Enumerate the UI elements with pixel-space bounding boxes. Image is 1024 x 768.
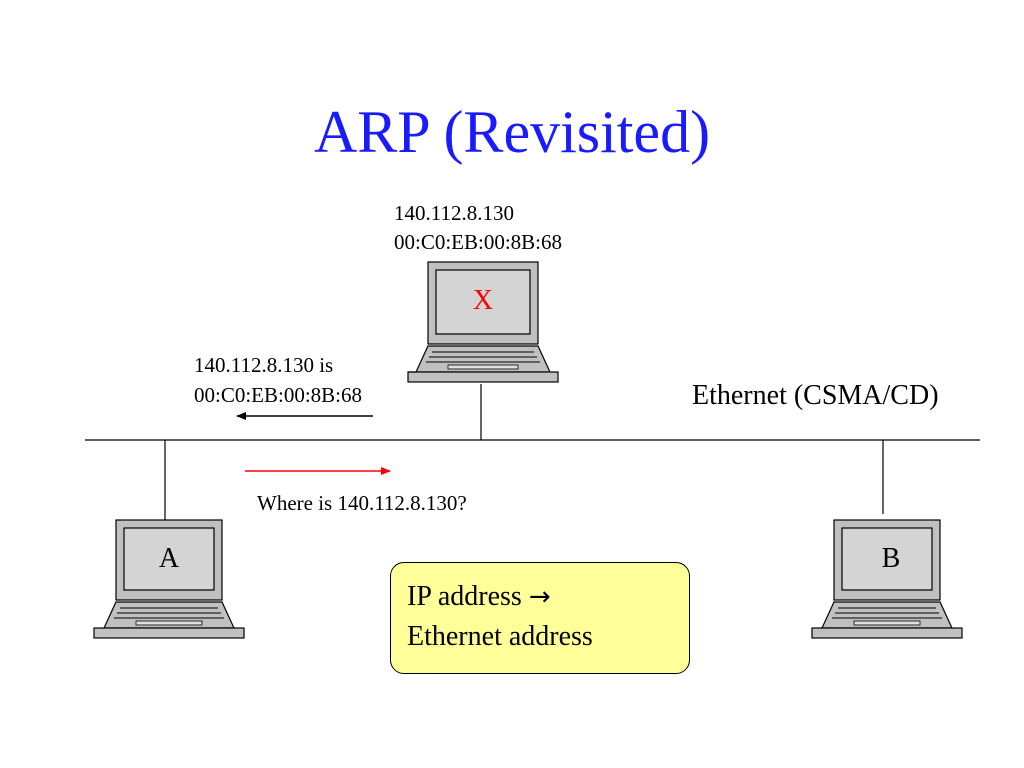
callout-line-1: IP address → [407, 577, 673, 617]
callout-box: IP address → Ethernet address [390, 562, 690, 674]
slide-title: ARP (Revisited) [313, 99, 711, 165]
ethernet-label: Ethernet (CSMA/CD) [692, 380, 939, 411]
laptop-b-icon [811, 519, 963, 639]
laptop-a-icon [93, 519, 245, 639]
host-b-letter: B [881, 543, 901, 574]
host-x-ip: 140.112.8.130 [394, 201, 514, 225]
host-x-mac: 00:C0:EB:00:8B:68 [394, 230, 563, 254]
laptop-x-icon [407, 261, 559, 383]
right-arrow-icon: → [528, 582, 551, 612]
request-text: Where is 140.112.8.130? [257, 491, 467, 515]
callout-ip-label: IP address [407, 581, 522, 612]
host-x-letter: X [472, 285, 494, 316]
reply-line-2: 00:C0:EB:00:8B:68 [194, 383, 363, 407]
host-a-letter: A [158, 543, 180, 574]
reply-line-1: 140.112.8.130 is [194, 353, 334, 377]
callout-line-2: Ethernet address [407, 621, 593, 652]
